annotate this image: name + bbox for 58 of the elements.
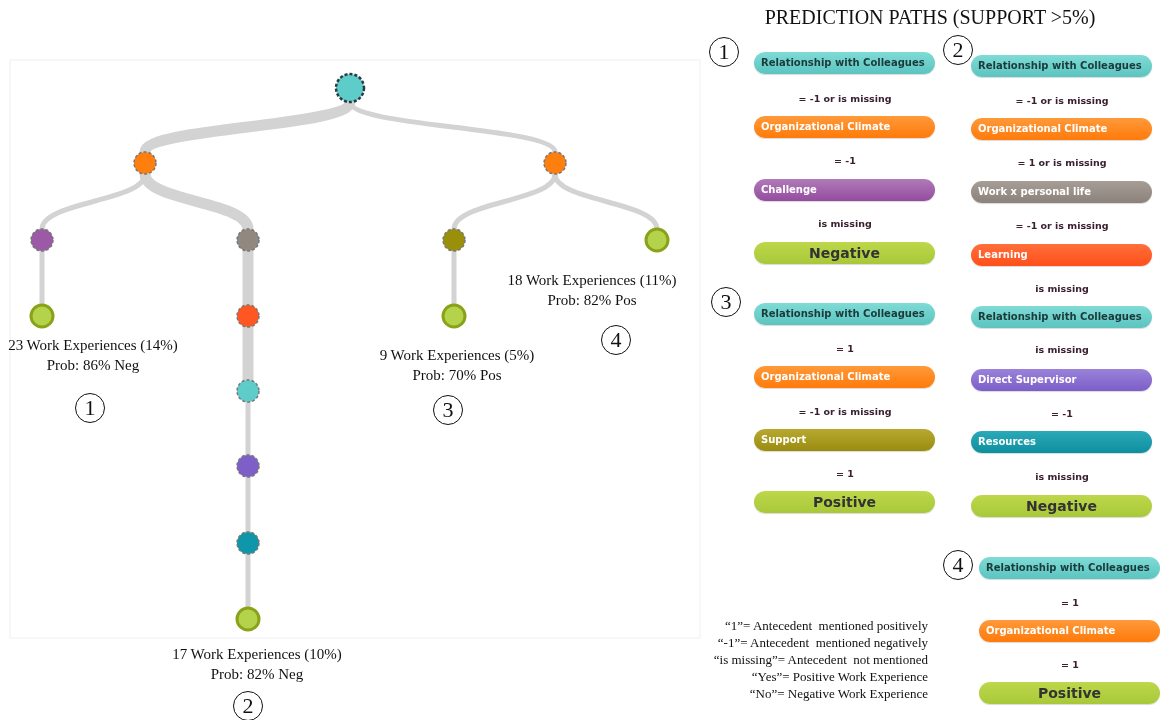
antecedent-pill: Relationship with Colleagues: [754, 303, 935, 325]
leaf-summary-text: 18 Work Experiences (11%): [507, 271, 677, 290]
condition-label: = -1 or is missing: [798, 92, 892, 104]
title: PREDICTION PATHS (SUPPORT >5%): [763, 6, 1097, 29]
leaf-summary-text: 23 Work Experiences (14%): [8, 336, 178, 355]
condition-label: = -1 or is missing: [798, 405, 892, 417]
tree-branch: [139, 172, 254, 231]
outcome-pill: Negative: [971, 495, 1152, 517]
key-note: “Yes”= Positive Work Experience: [751, 669, 928, 685]
condition-label: = -1 or is missing: [1015, 219, 1109, 231]
condition-label: is missing: [1035, 282, 1089, 294]
antecedent-pill: Relationship with Colleagues: [971, 55, 1152, 77]
leaf-summary-text: 17 Work Experiences (10%): [172, 645, 342, 664]
antecedent-pill: Relationship with Colleagues: [971, 306, 1152, 328]
antecedent-pill: Organizational Climate: [979, 620, 1160, 642]
tree-branch: [242, 251, 254, 305]
antecedent-pill: Challenge: [754, 179, 935, 201]
antecedent-pill: Organizational Climate: [754, 366, 935, 388]
leaf-summary-text: 9 Work Experiences (5%): [379, 346, 535, 365]
tree-branch: [451, 173, 558, 230]
condition-label: = 1: [836, 342, 854, 354]
leaf-summary-text: Prob: 82% Neg: [209, 665, 305, 684]
antecedent-pill: Organizational Climate: [971, 118, 1152, 140]
condition-label: = -1: [834, 154, 856, 166]
tree-branch: [245, 402, 251, 455]
tree-branch: [245, 554, 251, 608]
key-note: “1”= Antecedent mentioned positively: [725, 618, 928, 634]
condition-label: = 1 or is missing: [1017, 156, 1107, 168]
condition-label: is missing: [818, 217, 872, 229]
outcome-pill: Positive: [754, 491, 935, 513]
antecedent-pill: Organizational Climate: [754, 116, 935, 138]
tree-branch: [242, 327, 254, 380]
condition-label: = 1: [1061, 596, 1079, 608]
condition-label: = -1 or is missing: [1015, 94, 1109, 106]
antecedent-pill: Work x personal life: [971, 181, 1152, 203]
key-note: “No”= Negative Work Experience: [749, 686, 928, 702]
key-note: “-1”= Antecedent mentioned negatively: [717, 635, 928, 651]
condition-label: = 1: [836, 467, 854, 479]
leaf-summary-text: Prob: 86% Neg: [45, 356, 141, 375]
leaf-summary-text: Prob: 82% Pos: [546, 291, 638, 310]
tree-branch: [451, 251, 457, 305]
condition-label: = -1: [1051, 407, 1073, 419]
outcome-pill: Negative: [754, 242, 935, 264]
condition-label: is missing: [1035, 343, 1089, 355]
condition-label: is missing: [1035, 470, 1089, 482]
tree-branch: [552, 173, 660, 230]
antecedent-pill: Learning: [971, 244, 1152, 266]
tree-branch: [245, 477, 251, 532]
antecedent-pill: Direct Supervisor: [971, 369, 1152, 391]
condition-label: = 1: [1061, 658, 1079, 670]
antecedent-pill: Resources: [971, 431, 1152, 453]
leaf-summary-text: Prob: 70% Pos: [411, 366, 503, 385]
outcome-pill: Positive: [979, 682, 1160, 704]
antecedent-pill: Relationship with Colleagues: [979, 557, 1160, 579]
antecedent-pill: Support: [754, 429, 935, 451]
tree-branch: [39, 251, 45, 305]
antecedent-pill: Relationship with Colleagues: [754, 52, 935, 74]
key-note: “is missing”= Antecedent not mentioned: [713, 652, 928, 668]
